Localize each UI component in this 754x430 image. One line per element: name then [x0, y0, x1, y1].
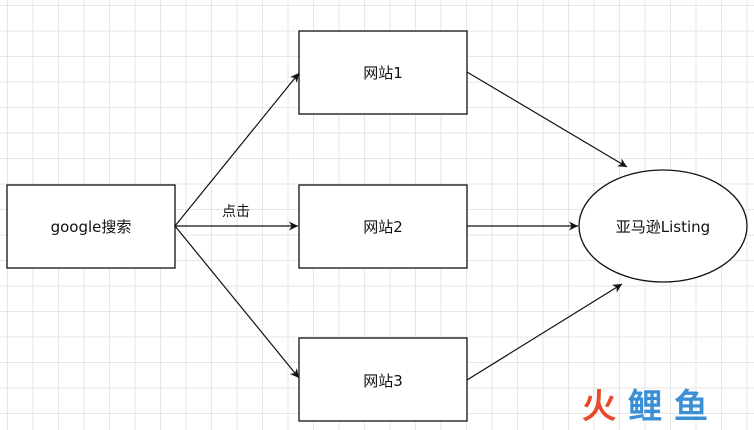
watermark-logo: 火 鲤 鱼 [582, 387, 708, 427]
node-site-2: 网站2 [298, 184, 468, 269]
watermark-char-3: 鱼 [674, 387, 708, 427]
watermark-char-2: 鲤 [628, 387, 662, 427]
node-site-3-label: 网站3 [363, 372, 403, 390]
node-site-1-label: 网站1 [363, 64, 403, 82]
node-amazon-listing-label: 亚马逊Listing [616, 218, 710, 236]
node-google-search: google搜索 [6, 184, 176, 269]
watermark-char-1: 火 [582, 387, 616, 427]
node-google-search-label: google搜索 [51, 218, 132, 236]
edge-site1-to-amazon [466, 71, 628, 168]
edge-site3-to-amazon [466, 283, 623, 381]
edge-google-to-site3 [174, 225, 300, 379]
edge-google-to-site1 [174, 72, 300, 227]
node-amazon-listing: 亚马逊Listing [578, 169, 748, 283]
node-site-1: 网站1 [298, 30, 468, 115]
node-site-2-label: 网站2 [363, 218, 403, 236]
node-site-3: 网站3 [298, 337, 468, 422]
edge-label-click: 点击 [222, 204, 250, 220]
